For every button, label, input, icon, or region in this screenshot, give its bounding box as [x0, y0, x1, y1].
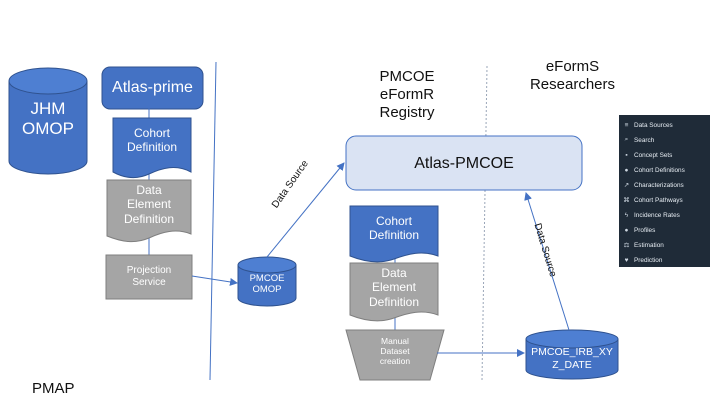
cohort-definition-mid-shape: [349, 205, 439, 263]
pmcoe-registry-header: PMCOE eFormR Registry: [379, 68, 435, 121]
pmcoe-omop-cylinder: [237, 256, 297, 307]
menu-item-prediction[interactable]: ♥Prediction: [619, 253, 710, 267]
atlas-pmcoe-box: [345, 135, 583, 191]
menu-item-cohort-definitions[interactable]: ●Cohort Definitions: [619, 163, 710, 177]
data-element-left-label: Data Element Definition: [123, 183, 175, 226]
jhm-omop-cylinder: [8, 67, 88, 175]
manual-dataset-label: Manual Dataset creation: [379, 336, 411, 367]
menu-item-estimation[interactable]: ⚖Estimation: [623, 241, 664, 250]
atlas-prime-label: Atlas-prime: [112, 79, 193, 96]
data-element-mid-label: Data Element Definition: [368, 266, 420, 309]
bolt-icon: ϟ: [624, 211, 629, 219]
arrow-projection-to-pmcoe-omop: [191, 275, 238, 286]
projection-service-box: [105, 254, 193, 300]
cohort-definition-mid-label: Cohort Definition: [368, 214, 420, 243]
cohort-definition-left-label: Cohort Definition: [126, 126, 178, 155]
menu-item-cohort-pathways[interactable]: ⌘Cohort Pathways: [623, 196, 683, 205]
cart-icon: ▪: [625, 151, 628, 159]
sitemap-icon: ⌘: [623, 197, 630, 204]
users-icon: ●: [624, 166, 629, 174]
arrow-pmcoe-omop-to-atlas: [266, 162, 345, 258]
user-icon: ●: [624, 226, 629, 234]
menu-item-characterizations[interactable]: ↗Characterizations: [623, 181, 684, 190]
atlas-sidebar-menu: ≡Data Sources ⌕Search ▪Concept Sets ●Coh…: [619, 115, 710, 267]
menu-item-data-sources[interactable]: ≡Data Sources: [619, 118, 710, 132]
pmcoe-irb-label: PMCOE_IRB_XY Z_DATE: [531, 346, 613, 371]
line-chart-icon: ↗: [623, 182, 630, 189]
atlas-pmcoe-label: Atlas-PMCOE: [414, 155, 514, 172]
heartbeat-icon: ♥: [624, 256, 629, 264]
jhm-omop-label: JHM OMOP: [22, 99, 74, 139]
manual-dataset-shape: [345, 329, 445, 381]
data-element-mid-shape: [349, 262, 439, 322]
database-icon: ≡: [624, 121, 629, 129]
menu-item-concept-sets[interactable]: ▪Concept Sets: [619, 148, 710, 162]
arrow-irb-to-atlas: [524, 192, 570, 331]
divider-solid: [209, 61, 217, 381]
data-element-left-shape: [106, 179, 192, 243]
balance-scale-icon: ⚖: [623, 242, 630, 249]
cohort-definition-left-shape: [112, 117, 192, 179]
atlas-prime-box: [101, 66, 204, 110]
pmap-label: PMAP: [32, 380, 75, 397]
search-icon: ⌕: [624, 136, 629, 143]
pmcoe-omop-label: PMCOE OMOP: [249, 273, 285, 296]
eforms-researchers-header: eFormS Researchers: [529, 58, 616, 93]
divider-dotted: [481, 65, 488, 381]
projection-service-label: Projection Service: [126, 265, 172, 288]
pmcoe-irb-cylinder: [525, 329, 619, 380]
menu-item-search[interactable]: ⌕Search: [619, 133, 710, 147]
menu-item-profiles[interactable]: ●Profiles: [619, 223, 710, 237]
